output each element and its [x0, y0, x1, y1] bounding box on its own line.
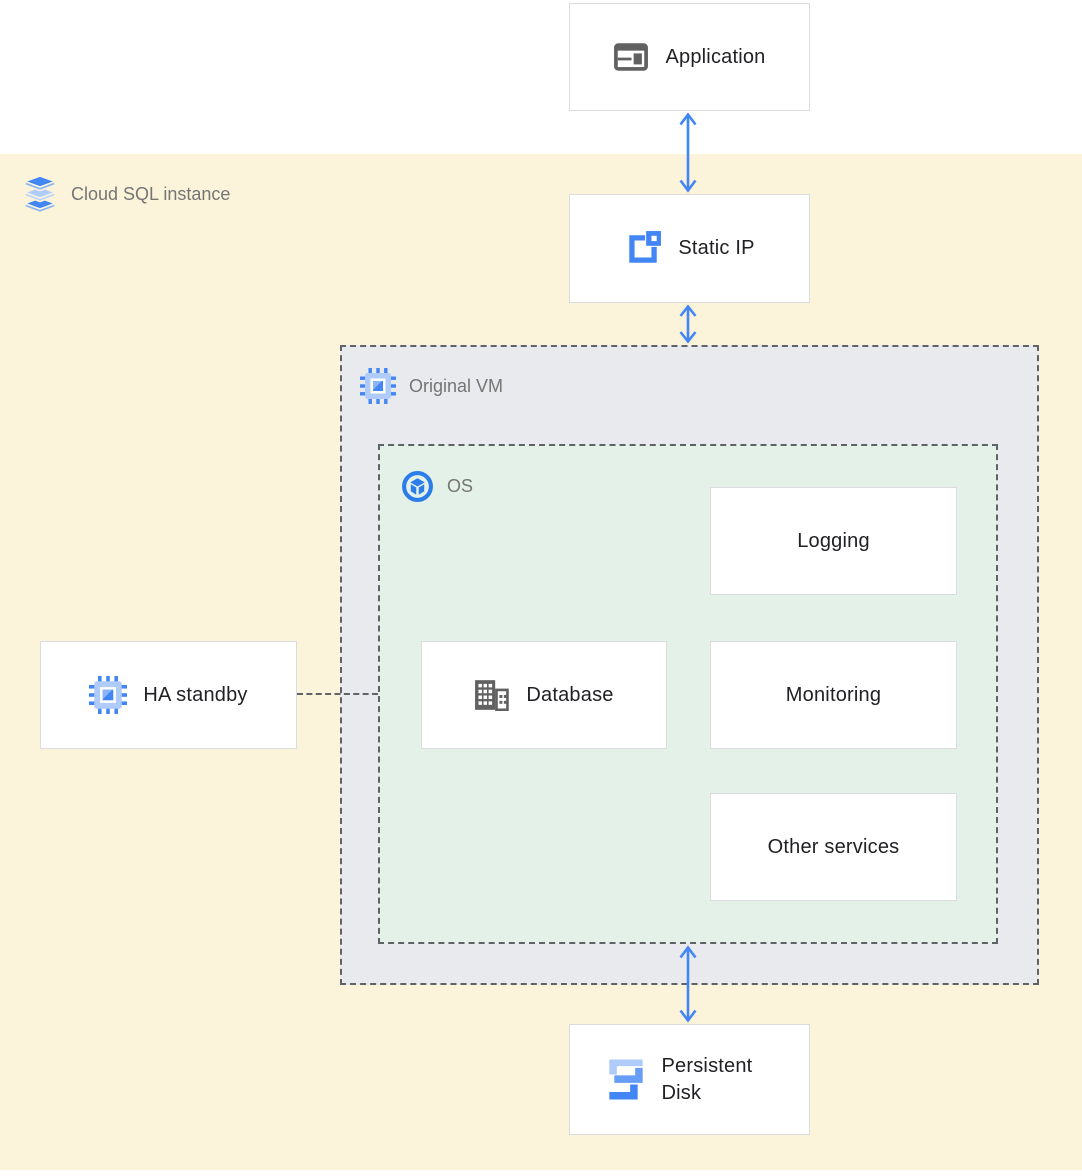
monitoring-label: Monitoring: [785, 683, 882, 706]
original-vm-label: Original VM: [409, 375, 504, 396]
arrow-application-staticip: [679, 112, 697, 193]
connector-ha-standby: [297, 693, 378, 695]
persistent-disk-icon: [608, 1059, 643, 1100]
cloud-sql-instance-label: Cloud SQL instance: [71, 183, 231, 204]
arrow-os-persistentdisk: [679, 945, 697, 1023]
database-node: Database: [421, 641, 667, 749]
database-icon: [475, 680, 510, 711]
application-node: Application: [569, 3, 810, 111]
persistent-disk-label: Persistent Disk: [661, 1054, 753, 1104]
arrow-staticip-vm: [679, 304, 697, 344]
cloud-sql-instance-header: Cloud SQL instance: [22, 174, 230, 214]
static-ip-label: Static IP: [678, 237, 755, 259]
os-icon: [402, 471, 433, 502]
logging-node: Logging: [710, 487, 957, 595]
ha-standby-node: HA standby: [40, 641, 297, 749]
other-services-node: Other services: [710, 793, 957, 901]
original-vm-header: Original VM: [360, 368, 503, 404]
application-icon: [614, 43, 649, 71]
database-label: Database: [526, 683, 614, 706]
persistent-disk-node: Persistent Disk: [569, 1024, 810, 1135]
static-ip-node: Static IP: [569, 194, 810, 303]
ha-standby-label: HA standby: [143, 683, 248, 706]
os-label: OS: [447, 476, 474, 496]
other-services-label: Other services: [767, 835, 900, 858]
compute-engine-icon: [360, 368, 396, 404]
logging-label: Logging: [797, 529, 870, 552]
os-header: OS: [401, 470, 473, 503]
compute-engine-icon: [89, 676, 128, 714]
static-ip-icon: [629, 230, 662, 263]
monitoring-node: Monitoring: [710, 641, 957, 749]
application-label: Application: [665, 45, 766, 68]
cloud-sql-icon: [22, 175, 58, 214]
